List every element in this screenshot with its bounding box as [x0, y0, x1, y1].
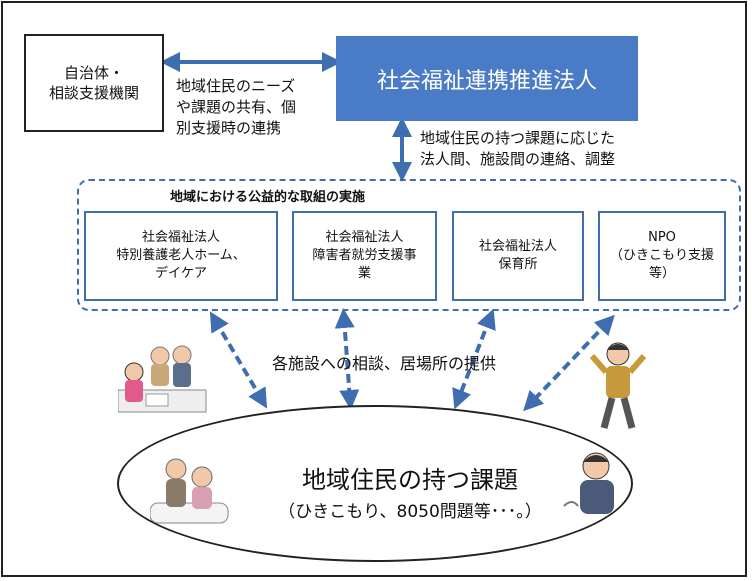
facility-line: 障害者就労支援事 [312, 248, 417, 263]
link-line2: や課題の共有、個 [176, 98, 297, 116]
coordination-line2: 法人間、施設間の連絡、調整 [420, 150, 616, 168]
arrow-facility4-issues [523, 314, 615, 412]
facility-npo: NPO （ひきこもり支援 等） [598, 211, 726, 301]
issues-title: 地域住民の持つ課題 [302, 466, 518, 494]
initiatives-title: 地域における公益的な取組の実施 [170, 190, 366, 205]
local-government-box: 自治体・ 相談支援機関 [24, 34, 164, 132]
local-government-line1: 自治体・ [63, 64, 124, 82]
arrow-facility3-issues [452, 308, 496, 410]
link-line3: 別支援時の連携 [176, 119, 282, 137]
facility-line: 社会福祉法人 [141, 230, 220, 245]
social-welfare-corporation-box: 社会福祉連携推進法人 [336, 36, 638, 121]
facility-employment-support: 社会福祉法人 障害者就労支援事 業 [292, 211, 437, 301]
link-line1: 地域住民のニーズ [176, 77, 296, 95]
local-government-line2: 相談支援機関 [48, 84, 139, 102]
coordination-description: 地域住民の持つ課題に応じた 法人間、施設間の連絡、調整 [420, 128, 615, 170]
facility-line: 社会福祉法人 [478, 239, 557, 254]
link-description: 地域住民のニーズ や課題の共有、個 別支援時の連携 [176, 76, 296, 139]
facility-line: （ひきこもり支援 [609, 248, 714, 263]
elderly-care-illustration [150, 458, 229, 524]
facility-line: デイケア [154, 266, 207, 281]
coordination-line1: 地域住民の持つ課題に応じた [420, 129, 616, 147]
facility-line: NPO [648, 230, 676, 245]
initiatives-group [77, 179, 741, 311]
facility-line: 社会福祉法人 [325, 230, 404, 245]
issues-subtitle: （ひきこもり、8050問題等･･･。） [278, 502, 542, 522]
facility-nursing-home: 社会福祉法人 特別養護老人ホーム、 デイケア [84, 211, 278, 301]
arrow-facility1-issues [209, 311, 268, 409]
facility-line: 特別養護老人ホーム、 [116, 248, 246, 263]
waving-man-illustration [590, 342, 646, 429]
facility-line: 等） [648, 266, 675, 281]
facility-nursery: 社会福祉法人 保育所 [452, 211, 584, 301]
withdrawn-man-illustration [563, 452, 614, 514]
facility-line: 保育所 [498, 257, 538, 272]
counseling-illustration [118, 345, 207, 413]
consultation-label: 各施設への相談、居場所の提供 [272, 354, 497, 373]
facility-line: 業 [357, 266, 371, 281]
